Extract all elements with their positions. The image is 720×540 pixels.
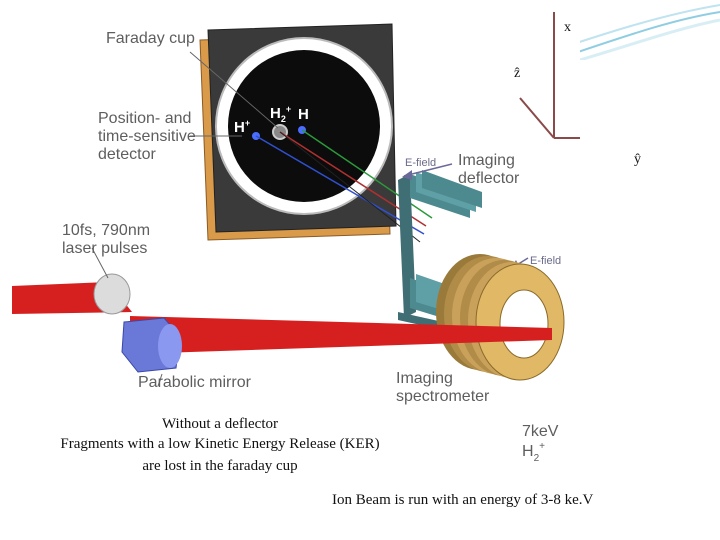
- footer-note: Ion Beam is run with an energy of 3-8 ke…: [332, 492, 594, 508]
- axis-label-x: x: [564, 20, 571, 35]
- ion-label-hplus: H+: [234, 118, 251, 136]
- axis-label-z: ẑ: [514, 66, 521, 81]
- trajectory-black: [279, 131, 421, 243]
- label-detector: Position- and time-sensitive detector: [98, 110, 196, 163]
- ion-label-h: H: [298, 106, 309, 123]
- leader-mirror: [157, 373, 163, 387]
- leader-laser: [91, 247, 109, 279]
- label-imaging-deflector: Imaging deflector: [458, 152, 520, 187]
- detector-face: [228, 50, 380, 202]
- coordinate-axes: [519, 12, 580, 139]
- mirror-top: [93, 273, 131, 315]
- experimental-setup-figure: Faraday cup Position- and time-sensitive…: [12, 12, 580, 472]
- label-efield-deflector: E-field: [405, 157, 437, 169]
- laser-beam-main: [130, 316, 552, 354]
- caption-line-1: Without a deflector: [161, 416, 278, 432]
- label-imaging-spectrometer: Imaging spectrometer: [396, 370, 490, 405]
- leader-faraday: [189, 51, 279, 129]
- label-laser-pulses: 10fs, 790nm laser pulses: [62, 222, 151, 257]
- label-faraday-cup: Faraday cup: [106, 30, 195, 47]
- caption-line-2: Fragments with a low Kinetic Energy Rele…: [60, 436, 380, 452]
- axis-label-y: ŷ: [634, 152, 641, 167]
- caption-line-3: are lost in the faraday cup: [142, 458, 298, 474]
- trajectory-blue: [255, 135, 425, 235]
- ion-label-h2plus: H2+: [270, 104, 292, 124]
- label-efield-spectrometer: E-field: [530, 255, 562, 267]
- imaging-spectrometer: [436, 254, 565, 381]
- setup-diagram: [12, 12, 580, 387]
- label-parabolic-mirror: Parabolic mirror: [138, 374, 251, 391]
- label-beam: 7keV H2+ beam: [522, 423, 559, 464]
